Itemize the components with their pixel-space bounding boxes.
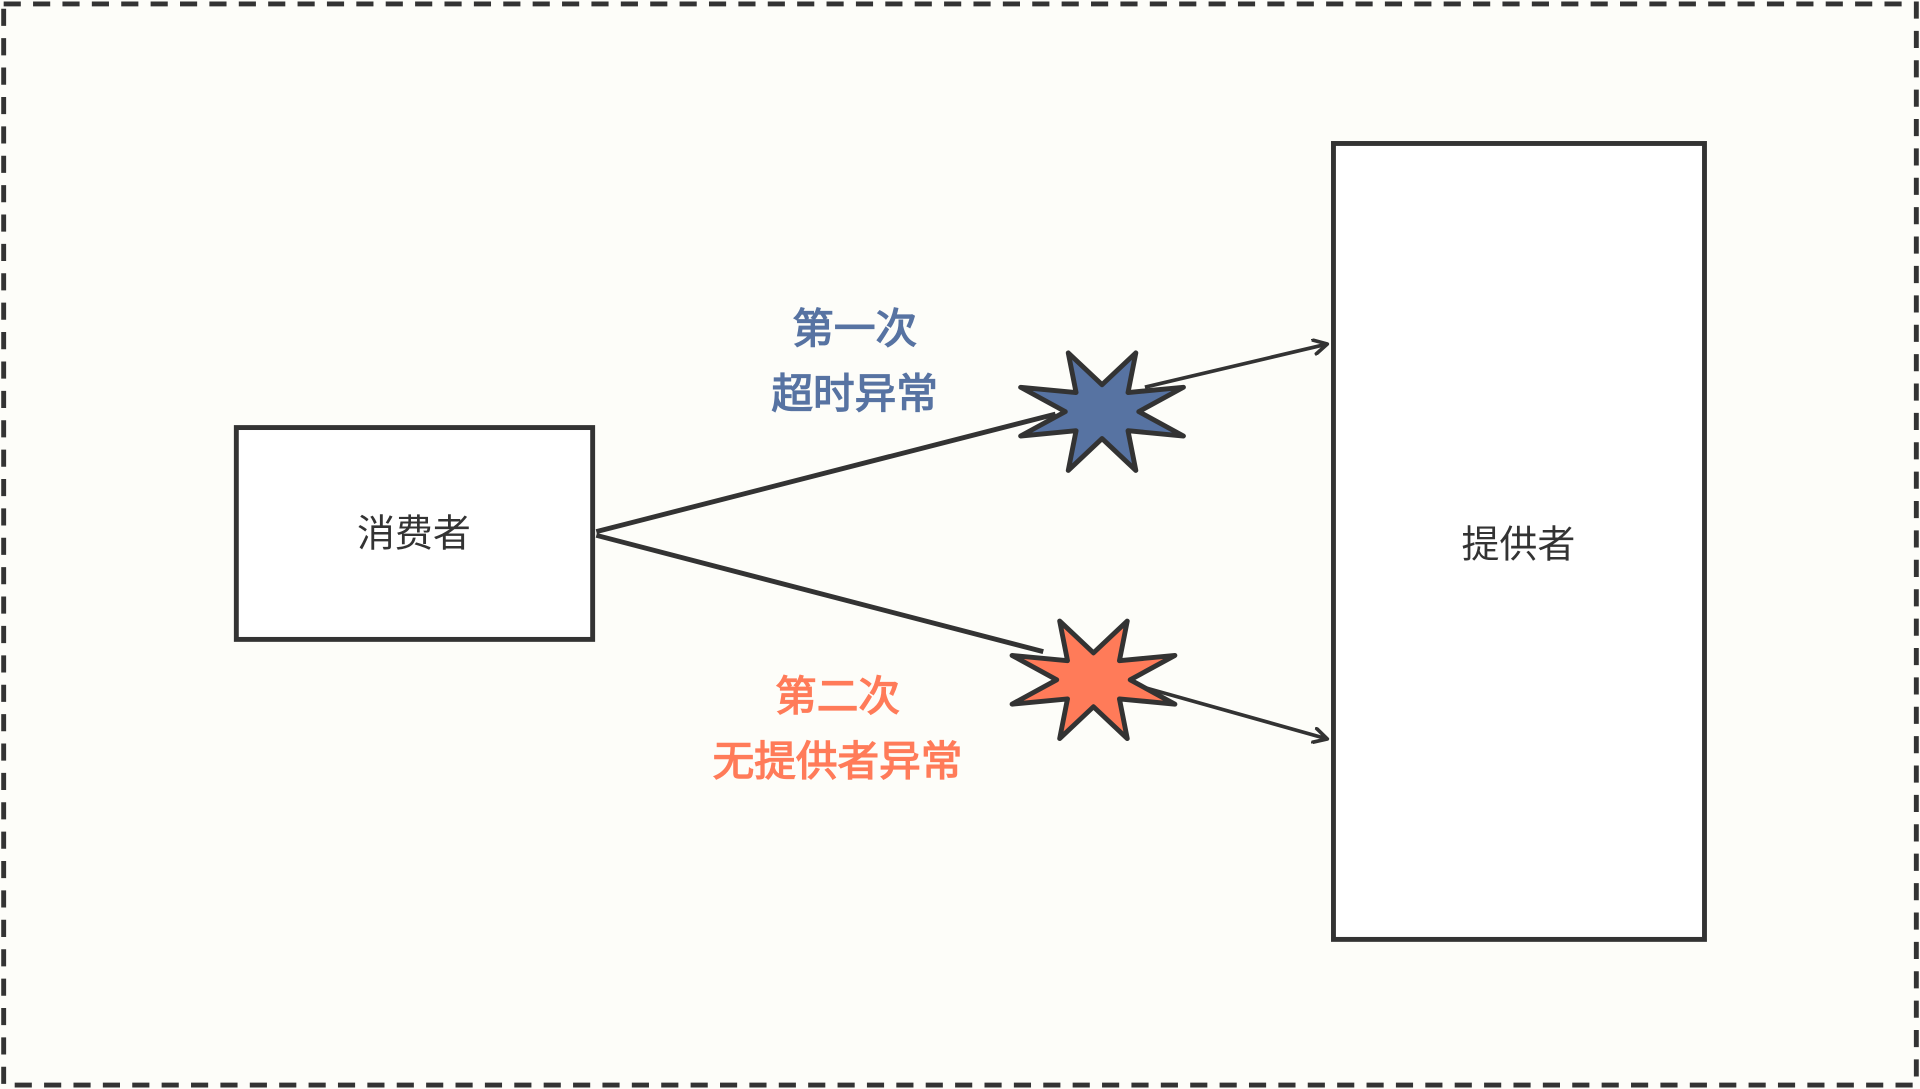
- second-attempt-line2: 无提供者异常: [713, 736, 963, 785]
- timeout-exception-burst-icon: [1018, 350, 1186, 473]
- no-provider-exception-burst-icon: [1009, 618, 1178, 742]
- provider-label: 提供者: [1461, 522, 1575, 566]
- first-attempt-note: 第一次 超时异常: [771, 304, 938, 418]
- consumer-label: 消费者: [357, 511, 471, 555]
- second-attempt-line1: 第二次: [775, 671, 900, 720]
- second-call-arrow: [1138, 684, 1326, 739]
- second-attempt-note: 第二次 无提供者异常: [713, 671, 963, 785]
- first-attempt-line1: 第一次: [792, 304, 917, 353]
- consumer-node[interactable]: 消费者: [233, 425, 596, 642]
- first-call-arrow: [1144, 344, 1326, 389]
- second-call-line: [595, 532, 1044, 655]
- first-attempt-line2: 超时异常: [771, 369, 938, 418]
- provider-node[interactable]: 提供者: [1331, 141, 1707, 942]
- first-call-line: [595, 411, 1057, 535]
